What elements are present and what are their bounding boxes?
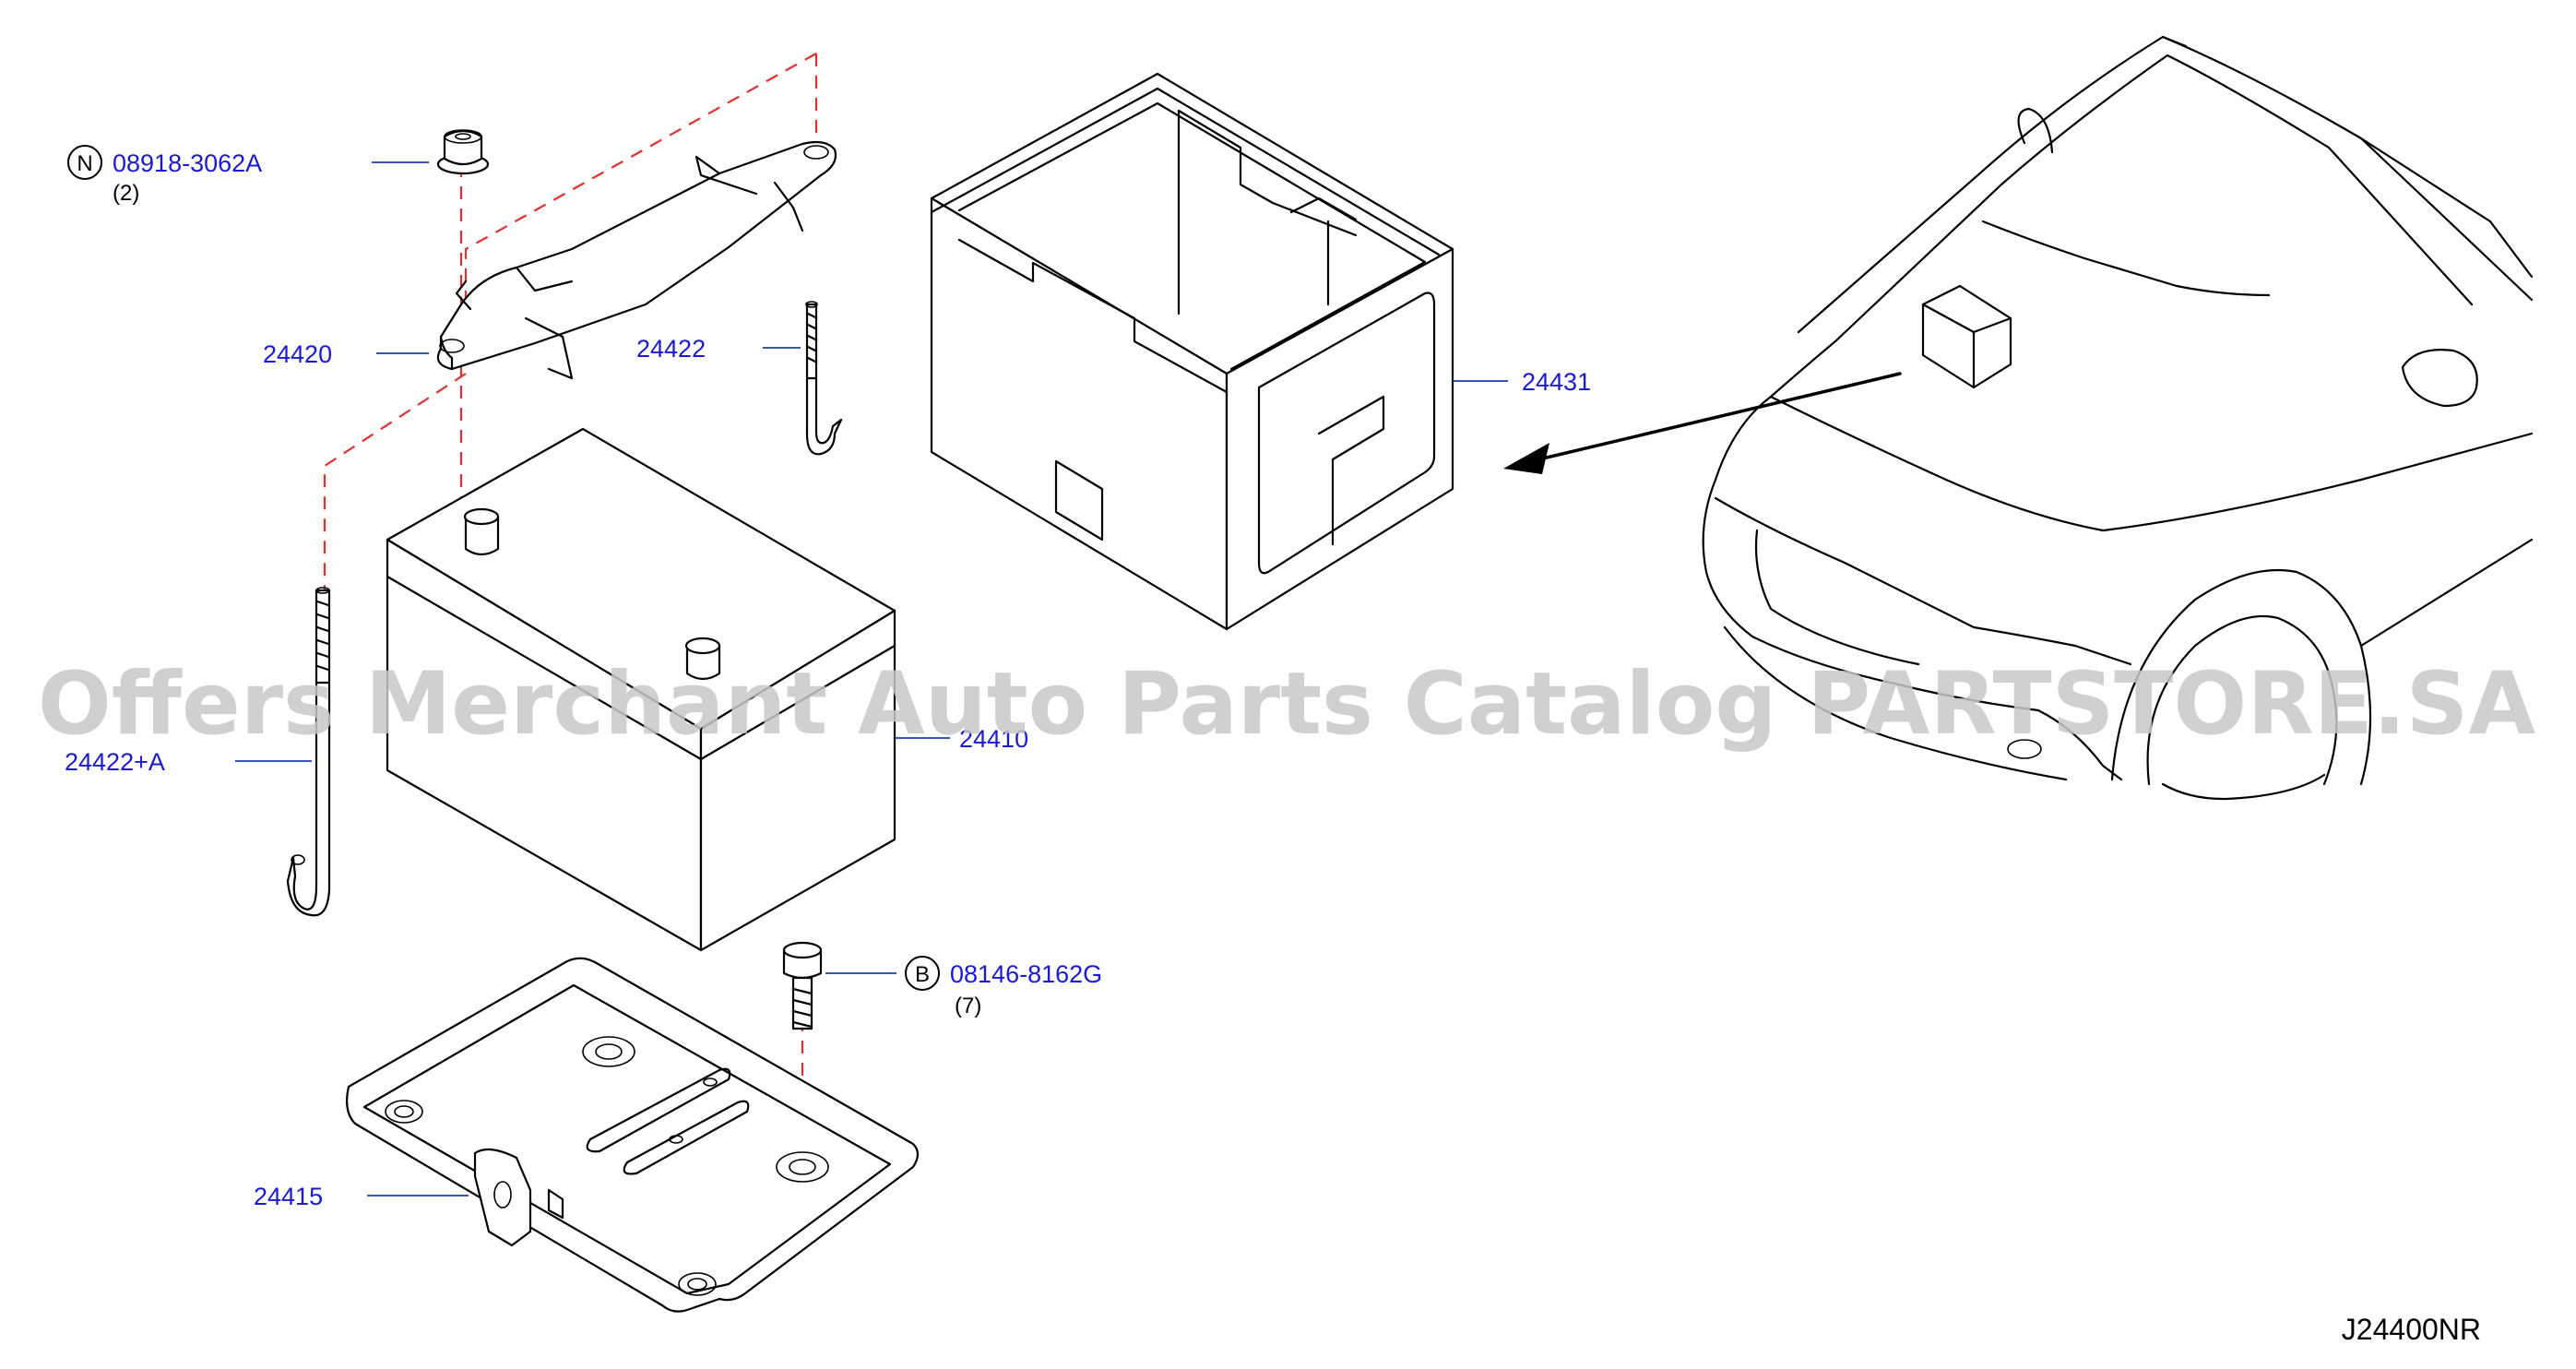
part-label-24422-a[interactable]: 24422+A bbox=[65, 748, 165, 776]
watermark-text: Offers Merchant Auto Parts Catalog PARTS… bbox=[38, 654, 2535, 755]
battery-frame-drawing bbox=[436, 140, 837, 380]
part-label-24420[interactable]: 24420 bbox=[263, 340, 332, 368]
battery-tray-drawing bbox=[346, 957, 920, 1313]
diagram-code: J24400NR bbox=[2342, 1313, 2481, 1346]
callout-n-prefix: N bbox=[77, 151, 92, 176]
battery-drawing bbox=[386, 427, 896, 952]
part-label-24410[interactable]: 24410 bbox=[959, 725, 1028, 753]
bolt-drawing bbox=[782, 941, 823, 1030]
callout-b-prefix: B bbox=[915, 962, 930, 987]
upper-j-rod-drawing bbox=[805, 301, 843, 456]
flange-nut-drawing bbox=[436, 129, 490, 175]
callout-b: B 08146-8162G (7) bbox=[905, 956, 1102, 1018]
qty-08146-8162G: (7) bbox=[955, 994, 981, 1018]
part-label-24422[interactable]: 24422 bbox=[636, 335, 706, 363]
battery-cover-drawing bbox=[930, 72, 1454, 631]
leader-lines bbox=[235, 161, 1508, 1196]
part-number-08918-3062A[interactable]: 08918-3062A bbox=[113, 149, 262, 177]
callout-n: N 08918-3062A (2) bbox=[67, 145, 262, 206]
qty-08918-3062A: (2) bbox=[113, 181, 139, 206]
vehicle-locator-drawing bbox=[1702, 35, 2534, 801]
locator-arrow bbox=[1503, 372, 1902, 474]
lower-j-rod-drawing bbox=[286, 587, 331, 917]
part-number-08146-8162G[interactable]: 08146-8162G bbox=[950, 960, 1102, 988]
part-label-24415[interactable]: 24415 bbox=[254, 1183, 323, 1210]
part-label-24431[interactable]: 24431 bbox=[1522, 368, 1591, 396]
